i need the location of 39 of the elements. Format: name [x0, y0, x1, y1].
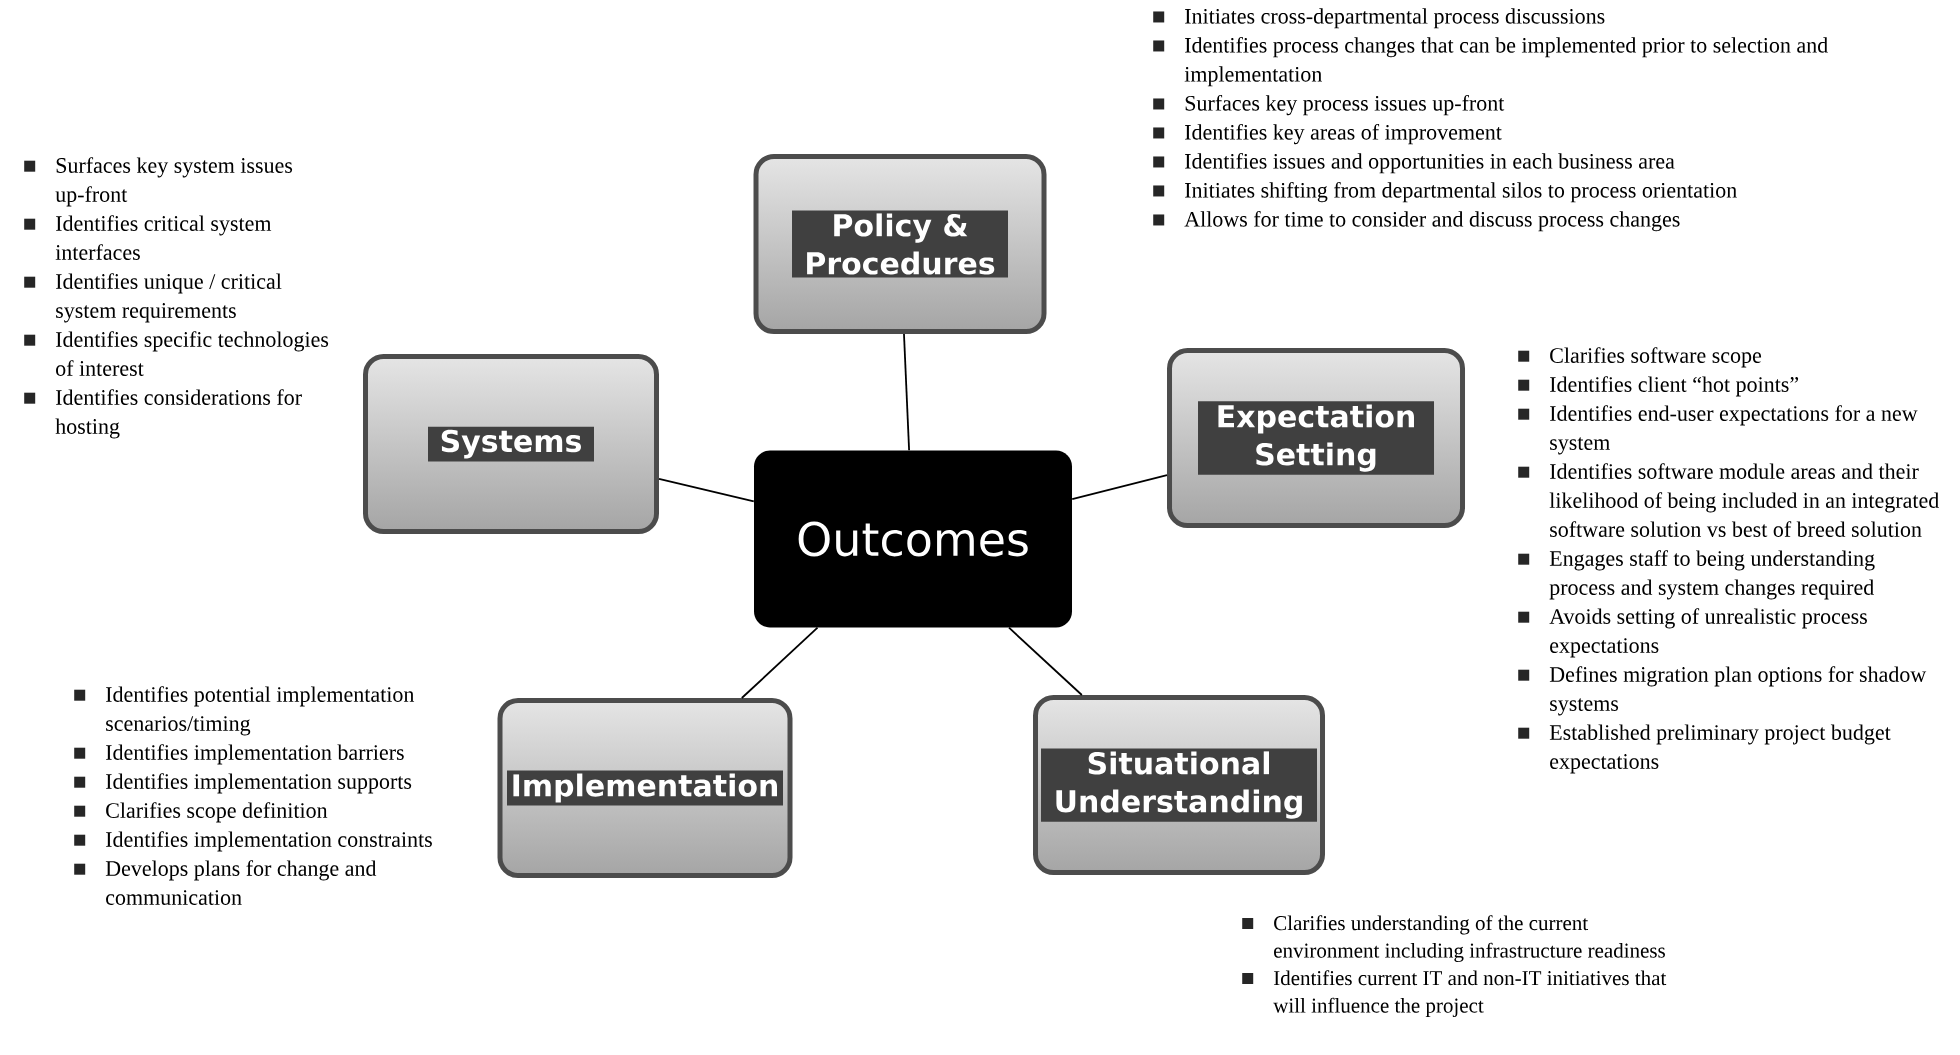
bullet-text: Identifies issues and opportunities in each business area [1185, 152, 1675, 174]
bullet-text: Clarifies software scope [1550, 347, 1762, 368]
connector-line [903, 333, 910, 452]
bullet-text: Identifies unique / critical system requirements [56, 273, 282, 323]
topic-box: Systems [363, 354, 659, 534]
topic-box: Policy & Procedures [753, 154, 1047, 334]
bullet-text: Identifies end-user expectations for a new system [1550, 405, 1918, 455]
bullet-text: Identifies implementation constraints [106, 831, 432, 852]
bullet-text: Identifies potential implementation scenarios/timing [106, 686, 415, 736]
bullet-text: Defines migration plan options for shadow systems [1549, 666, 1927, 716]
bullet-text: Engages staff to being understanding process and system changes required [1549, 550, 1875, 600]
bullet-text: Surfaces key system issues up-front [55, 157, 293, 207]
topic-box: Implementation [497, 698, 793, 878]
bullet-text: Surfaces key process issues up-front [1185, 94, 1505, 116]
bullet-text: Identifies specific technologies of interest [56, 331, 329, 376]
bullet-text: Identifies implementation barriers [106, 744, 404, 765]
connector-line [1071, 474, 1168, 500]
bullet-text: Identifies key areas of improvement [1185, 123, 1502, 145]
bullet-text: Avoids setting of unrealistic process expectations [1549, 608, 1867, 658]
connector-line [658, 478, 755, 503]
bullet-text: Initiates cross-departmental process discussions [1185, 8, 1605, 29]
bullet-text: Identifies current IT and non-IT initiatives that will influence the project [1273, 970, 1667, 1017]
center-box: Outcomes [754, 450, 1072, 628]
connector-line [1008, 626, 1083, 696]
topic-box: Expectation Setting [1167, 348, 1465, 528]
bullet-text: Identifies considerations for hosting [55, 389, 302, 439]
bullet-text: Identifies implementation supports [106, 773, 412, 794]
bullet-text: Allows for time to consider and discuss process changes [1184, 210, 1680, 232]
topic-box: Situational Understanding [1033, 695, 1325, 875]
bullet-text: Identifies critical system interfaces [55, 215, 272, 260]
bullet-text: Initiates shifting from departmental silos to process orientation [1185, 181, 1737, 203]
bullet-text: Established preliminary project budget expectations [1549, 724, 1891, 774]
bullet-text: Identifies process changes that can be implemented prior to selection and implementation [1184, 36, 1828, 87]
bullet-text: Develops plans for change and communication [105, 860, 377, 905]
bullet-text: Identifies client “hot points” [1550, 376, 1799, 397]
connector-line [740, 626, 819, 699]
bullet-text: Clarifies scope definition [106, 802, 328, 823]
bullet-text: Identifies software module areas and their likelihood of being included in an integrated software solution vs best of breed solution [1549, 463, 1939, 537]
bullet-text: Clarifies understanding of the current environment including infrastructure readiness [1274, 915, 1665, 963]
